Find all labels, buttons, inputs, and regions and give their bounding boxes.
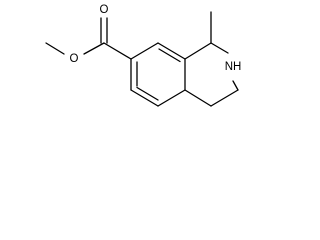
ester-oxygen-label: O — [70, 53, 79, 65]
methyl-ester-group: O O — [45, 4, 132, 65]
aromatic-double-bond — [158, 48, 181, 63]
methoxy-bond — [45, 42, 65, 55]
ring-bond — [184, 89, 212, 107]
amine-label: NH — [225, 61, 242, 73]
ring-bond — [157, 42, 186, 60]
carbonyl-oxygen-label: O — [100, 4, 109, 16]
ring-bond — [130, 42, 159, 60]
ring-bond — [232, 80, 239, 91]
ring-bond — [130, 89, 159, 107]
ester-carbon-bond — [103, 42, 132, 60]
ester-oxygen-bond — [83, 42, 105, 55]
ring-bond — [210, 89, 239, 107]
ring-bond — [210, 42, 229, 54]
aromatic-double-bond — [136, 86, 159, 101]
ring-bond — [184, 42, 212, 60]
ring-bond — [157, 89, 186, 107]
tetrahydro-ring — [184, 42, 239, 107]
benzene-ring — [130, 42, 186, 107]
chemical-structure-diagram: O O NH — [45, 4, 242, 107]
